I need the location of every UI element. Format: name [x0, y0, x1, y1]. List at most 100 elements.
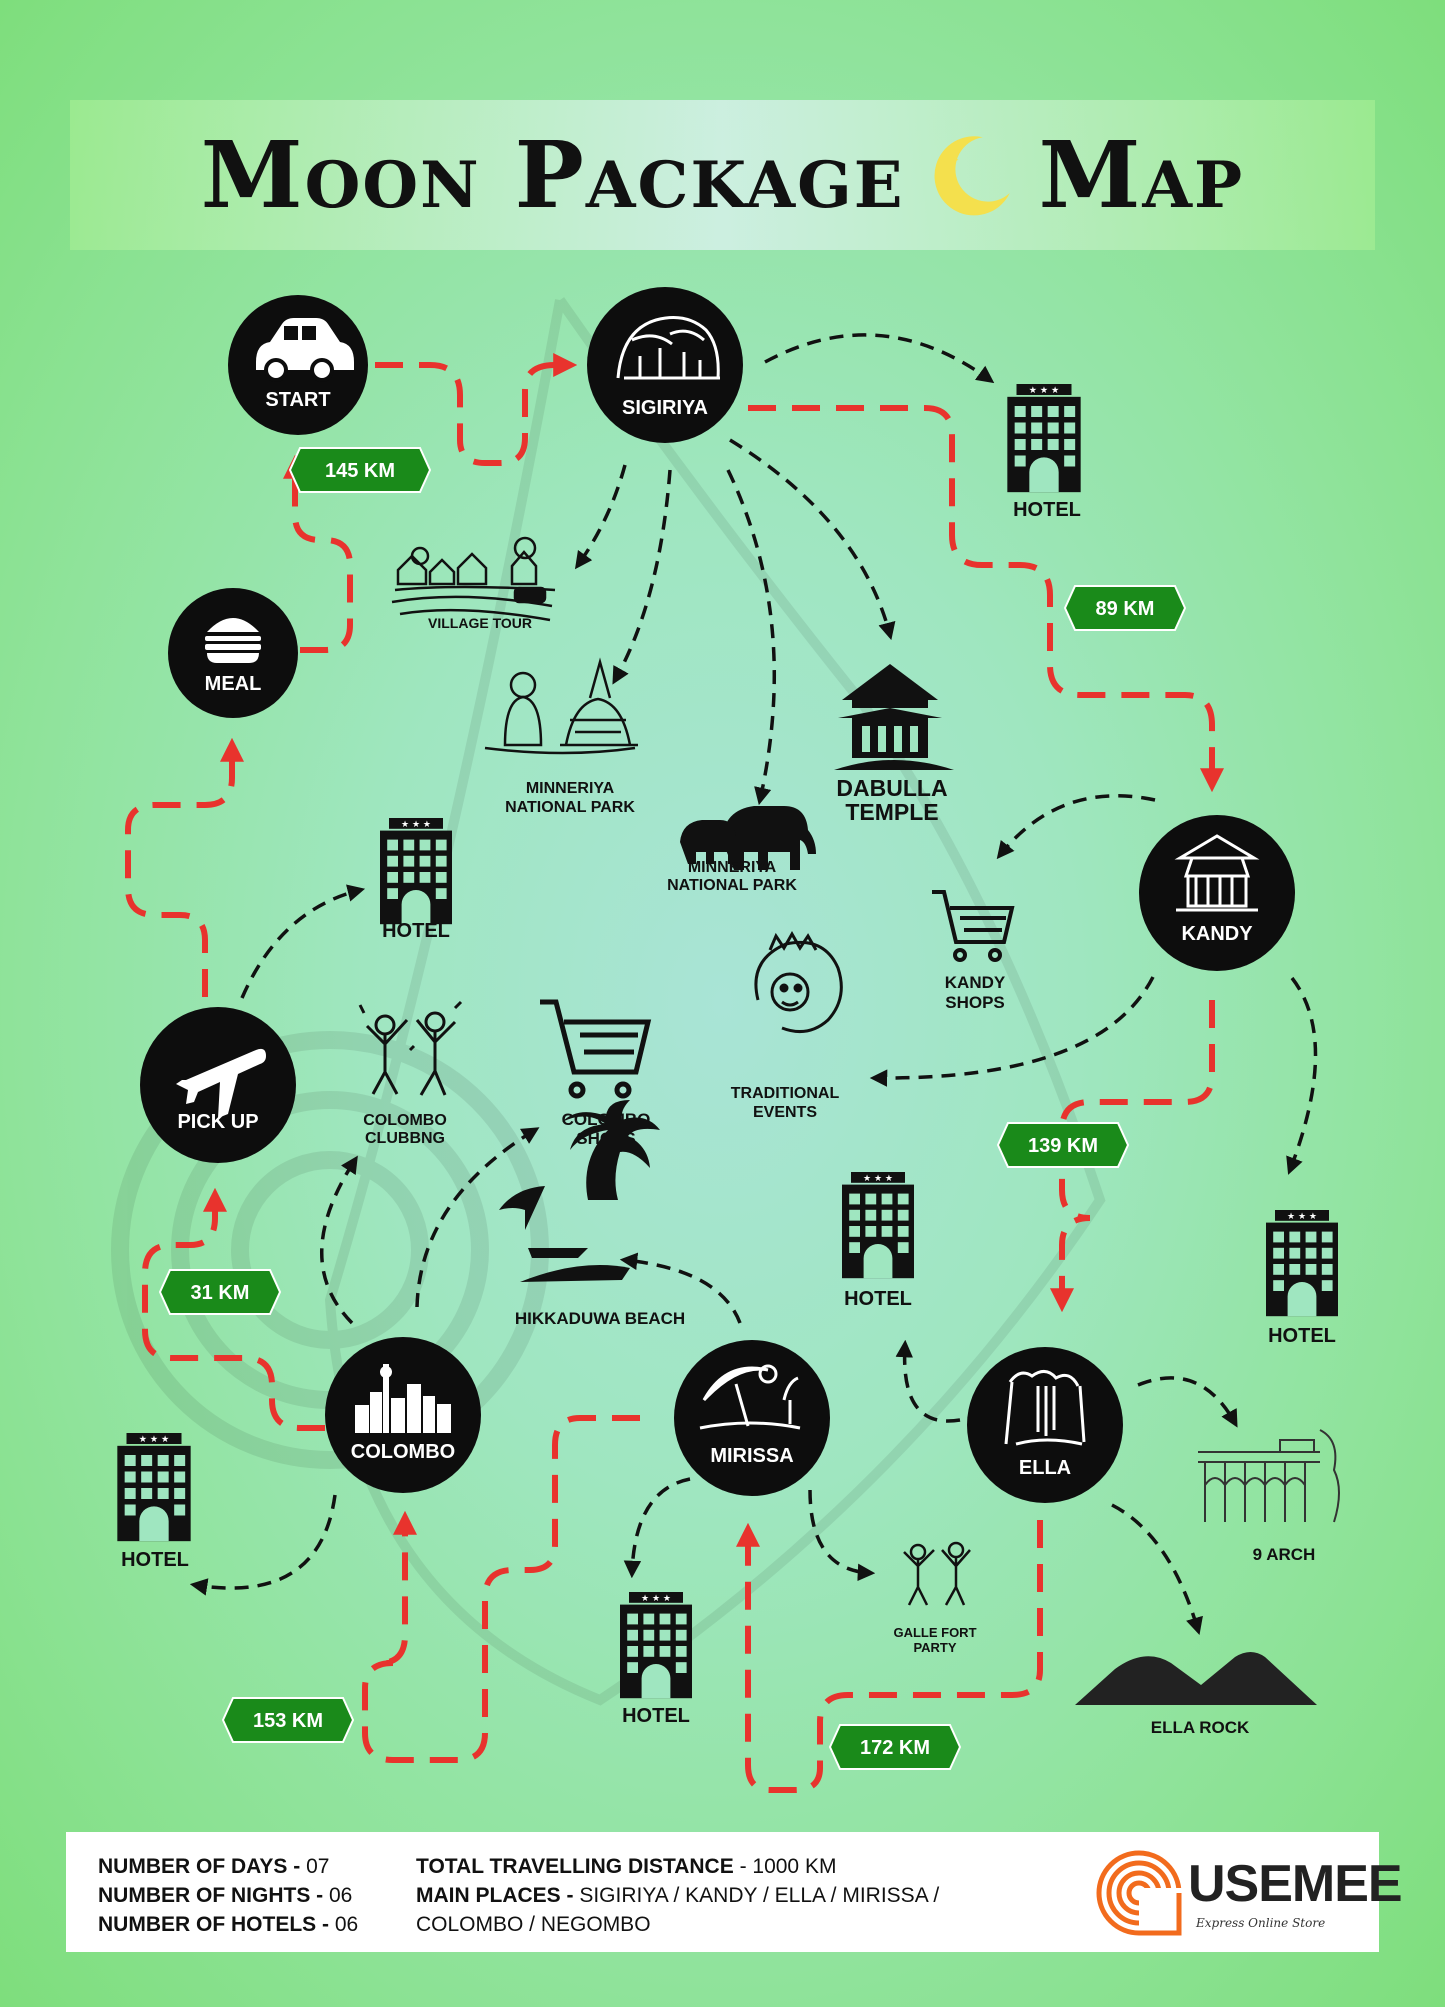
dabulla-line1: DABULLA — [836, 775, 947, 801]
node-colombo: COLOMBO — [325, 1337, 481, 1493]
ella-rock-label: ELLA ROCK — [1151, 1718, 1250, 1737]
logo-name: USEMEE — [1188, 1855, 1403, 1913]
kandy-shops-line2: SHOPS — [945, 993, 1005, 1012]
meal-label: MEAL — [205, 673, 262, 695]
hotel-label: HOTEL — [1013, 499, 1081, 521]
km-badge-172: 172 KM — [828, 1724, 962, 1770]
km-badge-89: 89 KM — [1063, 585, 1187, 631]
km-badges: 145 KM 89 KM 139 KM 172 KM 153 KM 31 KM — [158, 447, 1187, 1770]
trip-summary: TOTAL TRAVELLING DISTANCE - 1000 KM MAIN… — [416, 1852, 939, 1939]
minneriya-2-line2: NATIONAL PARK — [667, 877, 797, 894]
place-galle-fort-party: GALLE FORT PARTY — [893, 1541, 977, 1655]
galle-line1: GALLE FORT — [893, 1625, 976, 1640]
place-ella-rock: ELLA ROCK — [1075, 1652, 1317, 1737]
place-hikkaduwa-beach: HIKKADUWA BEACH — [499, 1100, 685, 1328]
beach-umbrella-icon — [699, 1364, 801, 1430]
elephant-icon — [680, 806, 816, 870]
hotels-label: NUMBER OF HOTELS - — [98, 1913, 329, 1936]
mountain-icon — [1075, 1652, 1317, 1705]
hotel-pickup: HOTEL — [380, 818, 452, 942]
nights-row: NUMBER OF NIGHTS - 06 — [98, 1881, 358, 1910]
node-ella: ELLA — [967, 1347, 1123, 1503]
footer: NUMBER OF DAYS - 07 NUMBER OF NIGHTS - 0… — [66, 1832, 1403, 1952]
hotel-icon — [842, 1172, 914, 1279]
hotel-kandy-ella: HOTEL — [842, 1172, 914, 1310]
hotel-label: HOTEL — [622, 1705, 690, 1727]
colombo-label: COLOMBO — [351, 1441, 455, 1463]
km-89-text: 89 KM — [1096, 598, 1155, 620]
km-139-text: 139 KM — [1028, 1135, 1098, 1157]
title-bar: Moon Package Map — [70, 100, 1375, 250]
km-badge-31: 31 KM — [158, 1269, 282, 1315]
shopping-cart-icon — [540, 999, 652, 1099]
days-value: 07 — [306, 1855, 330, 1878]
village-tour-label: VILLAGE TOUR — [428, 615, 532, 631]
logo-tagline: Express Online Store — [1196, 1916, 1326, 1930]
page-title-part1: Moon Package — [200, 121, 905, 229]
mask-dancer-icon — [754, 930, 843, 1034]
km-badge-139: 139 KM — [996, 1122, 1130, 1168]
shopping-cart-icon — [932, 890, 1015, 962]
dabulla-temple-icon — [834, 664, 954, 770]
trip-stats: NUMBER OF DAYS - 07 NUMBER OF NIGHTS - 0… — [98, 1852, 358, 1939]
distance-value: - 1000 KM — [739, 1855, 837, 1878]
hotel-icon — [380, 818, 452, 925]
km-31-text: 31 KM — [191, 1282, 250, 1304]
km-172-text: 172 KM — [860, 1737, 930, 1759]
node-meal: MEAL — [168, 588, 298, 718]
distance-row: TOTAL TRAVELLING DISTANCE - 1000 KM — [416, 1852, 939, 1881]
nine-arch-bridge-icon — [1198, 1429, 1340, 1523]
node-start: START — [228, 295, 368, 435]
days-row: NUMBER OF DAYS - 07 — [98, 1852, 358, 1881]
nights-label: NUMBER OF NIGHTS - — [98, 1884, 324, 1907]
car-icon — [256, 318, 354, 382]
kandy-shops-line1: KANDY — [945, 973, 1006, 992]
start-label: START — [265, 389, 330, 411]
traditional-line2: EVENTS — [753, 1104, 817, 1121]
hotel-icon — [1266, 1210, 1338, 1317]
place-village-tour: VILLAGE TOUR — [391, 536, 556, 631]
hotel-icon — [620, 1592, 692, 1699]
sigiriya-label: SIGIRIYA — [622, 397, 708, 419]
distance-label: TOTAL TRAVELLING DISTANCE — [416, 1855, 734, 1878]
node-kandy: KANDY — [1139, 815, 1295, 971]
minneriya-1-line2: NATIONAL PARK — [505, 799, 635, 816]
place-kandy-shops: KANDY SHOPS — [932, 890, 1015, 1012]
clubbing-line2: CLUBBNG — [365, 1130, 445, 1147]
burger-icon — [205, 618, 261, 663]
places-line1: SIGIRIYA / KANDY / ELLA / MIRISSA / — [579, 1884, 940, 1907]
palm-beach-icon — [499, 1100, 660, 1282]
nine-arch-label: 9 ARCH — [1253, 1545, 1316, 1564]
km-badge-145: 145 KM — [288, 447, 432, 493]
km-badge-153: 153 KM — [221, 1697, 355, 1743]
hotel-icon — [117, 1433, 191, 1542]
dancers-icon — [903, 1541, 971, 1606]
places-row-2: COLOMBO / NEGOMBO — [416, 1910, 939, 1939]
hotels-value: 06 — [334, 1913, 359, 1936]
minneriya-2-line1: MINNERIYA — [688, 859, 777, 876]
place-colombo-clubbing: COLOMBO CLUBBNG — [358, 1000, 463, 1147]
kandy-temple-icon — [1174, 834, 1260, 912]
node-pickup: PICK UP — [140, 1007, 296, 1163]
pickup-label: PICK UP — [177, 1111, 258, 1133]
hotel-ella: HOTEL — [1266, 1210, 1338, 1347]
place-nine-arch: 9 ARCH — [1198, 1429, 1340, 1564]
city-skyline-icon — [355, 1364, 451, 1433]
minneriya-1-line1: MINNERIYA — [526, 780, 615, 797]
km-145-text: 145 KM — [325, 460, 395, 482]
mirissa-label: MIRISSA — [710, 1445, 793, 1467]
places-row: MAIN PLACES - SIGIRIYA / KANDY / ELLA / … — [416, 1881, 939, 1910]
airplane-icon — [176, 1048, 266, 1118]
main-route — [125, 353, 1224, 1793]
place-minneriya-2: MINNERIYA NATIONAL PARK — [667, 806, 816, 894]
hotel-icon — [1007, 384, 1081, 493]
hotel-label: HOTEL — [844, 1288, 912, 1310]
hotel-colombo: HOTEL — [117, 1433, 191, 1571]
nights-value: 06 — [329, 1884, 353, 1907]
days-label: NUMBER OF DAYS - — [98, 1855, 301, 1878]
usemee-logo: USEMEE Express Online Store — [1094, 1848, 1403, 1938]
hotel-sigiriya: HOTEL — [1007, 384, 1081, 521]
hotel-mirissa: HOTEL — [620, 1592, 692, 1727]
hotel-label: HOTEL — [1268, 1325, 1336, 1347]
